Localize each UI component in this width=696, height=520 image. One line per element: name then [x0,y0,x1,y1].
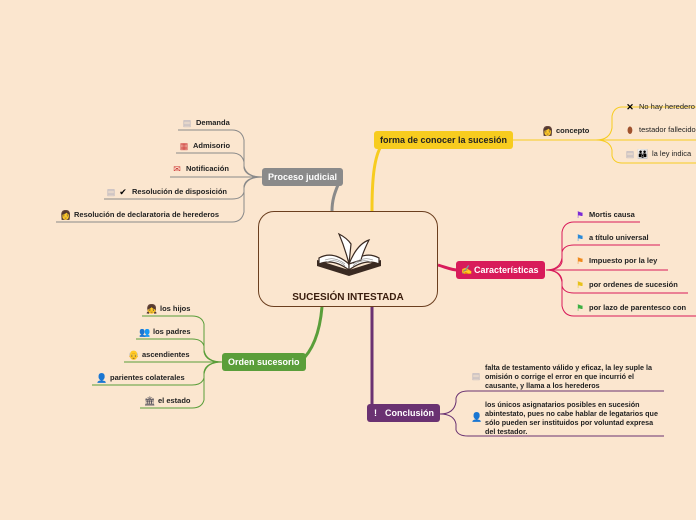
orden-item-1[interactable]: los hijos [160,304,191,313]
conclusion-item-1[interactable]: falta de testamento válido y eficaz, la … [485,363,652,390]
branch-orden-sucesorio[interactable]: Orden sucesorio [222,353,306,371]
proceso-item-4[interactable]: Resolución de disposición [132,187,228,196]
caracteristica-item-5[interactable]: por lazo de parentesco con [589,303,687,312]
branch-conclusion[interactable]: ! Conclusión [367,404,440,422]
child-icon: 👧 [146,304,158,314]
proceso-item-2[interactable]: Admisorio [193,141,231,150]
person-silhouette-icon: 👤 [96,373,108,383]
document-icon: ▤ [182,118,192,128]
forma-item-3[interactable]: la ley indica [652,149,692,158]
elder-icon: 👴 [128,350,140,360]
forma-item-1[interactable]: No hay heredero [639,102,695,111]
concepto-label[interactable]: concepto [556,126,590,135]
exclamation-icon: ! [374,408,377,418]
close-x-icon: ✕ [626,102,634,112]
bank-icon: 🏛 [144,396,156,406]
caracteristica-item-4[interactable]: por ordenes de sucesión [589,280,678,289]
central-topic[interactable]: SUCESIÓN INTESTADA [258,211,438,307]
flag-blue-icon: ⚑ [575,233,585,243]
caracteristica-item-2[interactable]: a título universal [589,233,649,242]
calendar-icon: ▦ [179,141,189,151]
flag-orange-icon: ⚑ [575,256,585,266]
document-icon: ▤ [625,149,635,159]
conclusion-item-2[interactable]: los únicos asignatarios posibles en suce… [485,400,658,436]
caracteristica-item-1[interactable]: Mortis causa [589,210,635,219]
orden-item-5[interactable]: el estado [158,396,191,405]
forma-item-2[interactable]: testador fallecido [639,125,696,134]
branch-caracteristicas[interactable]: ✍ Características [456,261,545,279]
bandage-icon: ⬮ [627,125,633,135]
proceso-item-1[interactable]: Demanda [196,118,230,127]
parents-icon: 👥 [139,327,151,337]
person-icon: 👩 [542,126,554,136]
orden-item-3[interactable]: ascendientes [142,350,190,359]
orden-item-4[interactable]: parientes colaterales [110,373,185,382]
person-icon: 👤 [471,412,483,422]
orden-item-2[interactable]: los padres [153,327,191,336]
checkmark-icon: ✔ [119,187,127,197]
family-icon: 👪 [637,149,649,159]
flag-yellow-icon: ⚑ [575,280,585,290]
person-icon: 👩 [60,210,72,220]
document-icon: ▤ [471,371,481,381]
proceso-item-3[interactable]: Notificación [186,164,229,173]
document-icon: ▤ [106,187,116,197]
hand-icon: ✍ [461,265,473,275]
flag-purple-icon: ⚑ [575,210,585,220]
central-title: SUCESIÓN INTESTADA [292,292,404,303]
proceso-item-5[interactable]: Resolución de declaratoria de herederos [74,210,220,219]
flag-green-icon: ⚑ [575,303,585,313]
mailbox-icon: ✉ [173,164,181,174]
caracteristica-item-3[interactable]: Impuesto por la ley [589,256,658,265]
branch-proceso-judicial[interactable]: Proceso judicial [262,168,344,186]
branch-forma-de-conocer[interactable]: forma de conocer la sucesión [374,131,514,149]
open-book-icon [317,232,381,276]
